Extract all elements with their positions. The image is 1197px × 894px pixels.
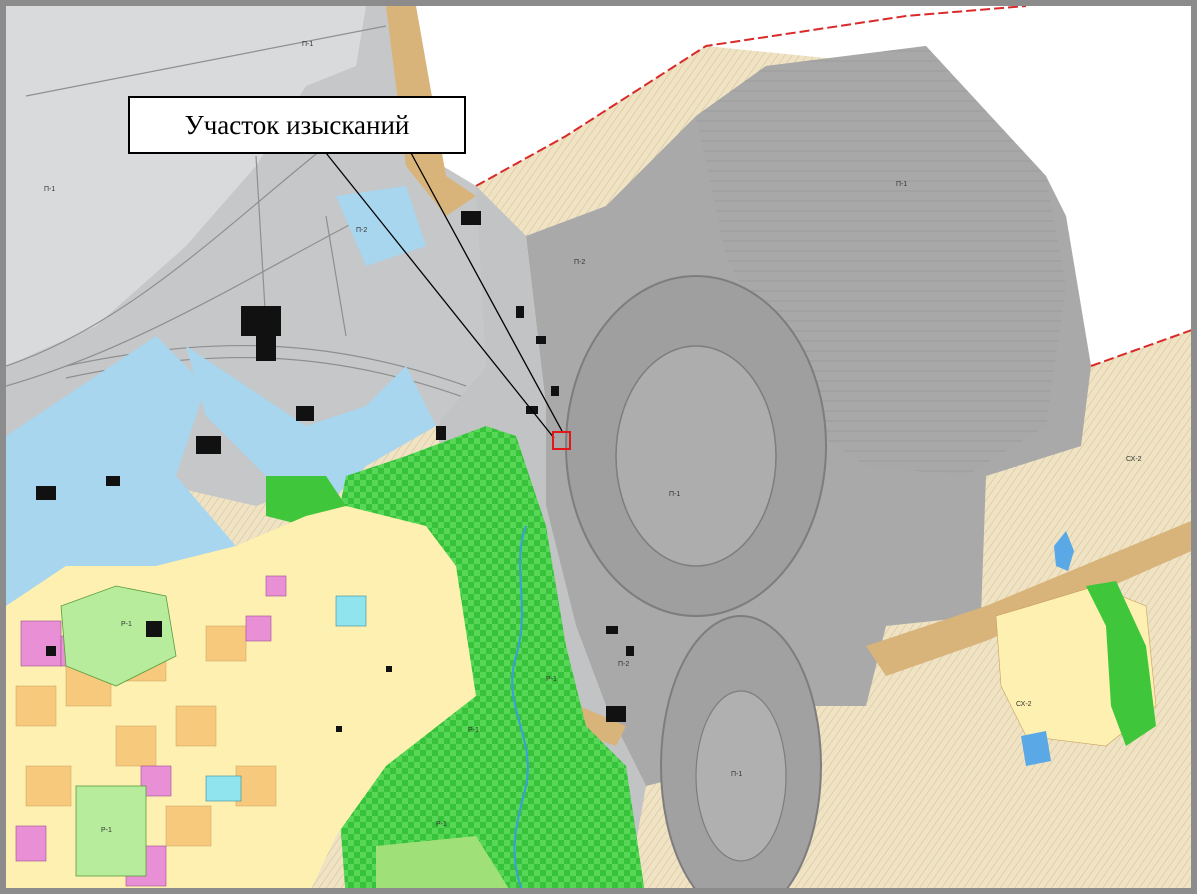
callout-pointer [325, 152, 563, 439]
land-use-map[interactable]: П-1 П-1 П-1 П-2 П-2 П-1 СХ-2 СХ-2 П-2 П-… [6, 6, 1197, 894]
quarry-pit-main-inner [615, 345, 777, 567]
city-boundary-line-east [1090, 329, 1191, 367]
svg-text:П-1: П-1 [731, 771, 742, 778]
industrial-zone-west [6, 336, 236, 606]
svg-text:П-1: П-1 [302, 41, 313, 48]
svg-text:П-2: П-2 [356, 227, 367, 234]
industrial-block-small [306, 436, 346, 466]
svg-text:П-1: П-1 [896, 181, 907, 188]
pond-north [1054, 531, 1074, 571]
svg-text:П-2: П-2 [574, 259, 585, 266]
site-marker-square[interactable] [552, 431, 571, 450]
river [511, 525, 529, 888]
svg-text:Р-1: Р-1 [101, 827, 112, 834]
svg-text:СХ-2: СХ-2 [1126, 456, 1142, 463]
pond-south [1021, 731, 1051, 766]
svg-text:П-1: П-1 [44, 186, 55, 193]
survey-site-callout: Участок изысканий [128, 96, 466, 154]
industrial-zone-north [336, 186, 426, 266]
light-green-field [376, 836, 509, 888]
svg-text:Р-1: Р-1 [121, 621, 132, 628]
svg-text:СХ-2: СХ-2 [1016, 701, 1032, 708]
svg-text:Р-1: Р-1 [436, 821, 447, 828]
svg-text:П-2: П-2 [618, 661, 629, 668]
light-green-parks [60, 585, 177, 877]
city-boundary-line [475, 6, 1027, 187]
unmapped-area [386, 6, 1191, 366]
building-footprints [36, 211, 634, 732]
svg-text:Р-1: Р-1 [468, 727, 479, 734]
svg-text:Р-1: Р-1 [546, 676, 557, 683]
industrial-zone-center [186, 346, 436, 506]
svg-text:П-1: П-1 [669, 491, 680, 498]
zone-code-labels: П-1 П-1 П-1 П-2 П-2 П-1 СХ-2 СХ-2 П-2 П-… [44, 41, 1142, 834]
quarry-pit-south-inner [695, 690, 787, 862]
eastern-settlement-green [1086, 581, 1156, 746]
blue-public-blocks [205, 595, 367, 802]
